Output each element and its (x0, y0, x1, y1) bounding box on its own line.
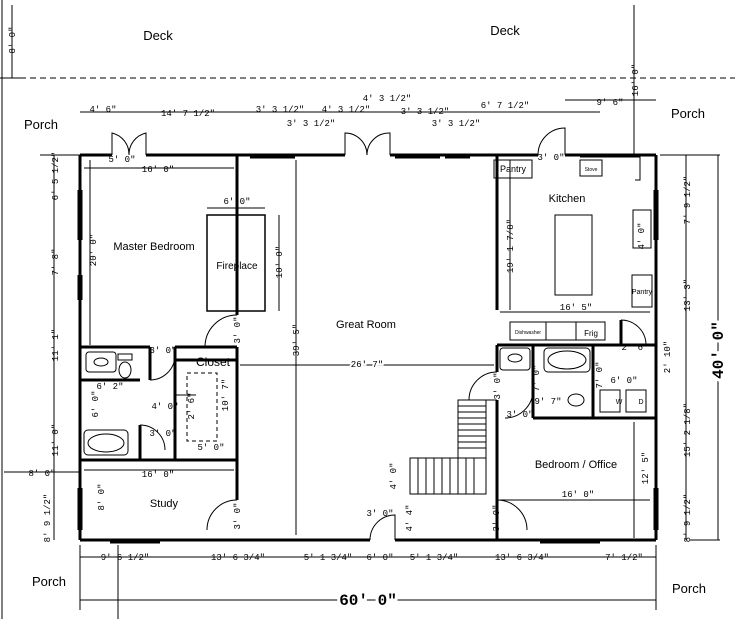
dim-master-depth: 20' 0" (89, 234, 99, 266)
dimension-lines (4, 5, 720, 619)
deck-label-left: Deck (143, 28, 173, 43)
dim-laundry-depth: 7' 0" (595, 361, 605, 388)
dim-stair-a: 4' 0" (389, 462, 399, 489)
room-label-study: Study (150, 498, 179, 510)
dim-front-door: 3' 0" (366, 509, 393, 519)
appliance-label-dishwasher: Dishwasher (515, 330, 541, 336)
dim-master-entry-door: 3' 0" (233, 316, 243, 343)
dim-top-6: 4' 3 1/2" (363, 94, 412, 104)
dim-bath2-depth: 7' 0" (532, 364, 542, 391)
room-label-pantry-side: Pantry (632, 289, 653, 296)
dim-kitchen-door: 3' 0" (537, 153, 564, 163)
dim-right-2: 13' 3" (683, 279, 693, 311)
room-label-closet: Closet (196, 355, 231, 369)
dim-laundry-width: 6' 0" (610, 376, 637, 386)
porch-label-top-right: Porch (671, 106, 705, 121)
dim-closet-depth: 2' 6" (187, 392, 197, 419)
windows (77, 153, 659, 544)
dim-right-5: 8' 9 1/2" (683, 494, 693, 543)
porch-label-top-left: Porch (24, 117, 58, 132)
dim-closet-door: 3' 0" (149, 429, 176, 439)
room-label-bedroom-office: Bedroom / Office (535, 459, 617, 471)
dim-fireplace-depth: 10' 0" (275, 246, 285, 278)
dim-study-door: 3' 0" (233, 502, 243, 529)
fireplace-block (206, 214, 266, 312)
kitchen-fixtures (493, 156, 653, 341)
dim-left-5: 8' 0" (28, 469, 55, 479)
dim-left-3: 11' 1" (51, 329, 61, 361)
appliance-label-stove: Stove (585, 167, 598, 173)
dim-left-4: 11' 0" (51, 424, 61, 456)
dim-top-8: 3' 3 1/2" (432, 119, 481, 129)
dim-bottom-3: 5' 1 3/4" (304, 553, 353, 563)
dim-top-1: 4' 6" (89, 105, 116, 115)
dim-bath2-door: 3' 0" (493, 372, 503, 399)
dim-bottom-1: 9' 6 1/2" (101, 553, 150, 563)
dim-overall-depth: 40' 0" (710, 321, 728, 379)
dim-master-width: 16' 0" (142, 165, 174, 175)
dim-deck-depth: 8' 0" (8, 26, 18, 53)
porch-label-bottom-left: Porch (32, 574, 66, 589)
dim-overall-width: 60' 0" (339, 592, 397, 610)
appliance-label-dryer: D (638, 399, 643, 406)
dim-study-depth: 8' 0" (97, 483, 107, 510)
dim-bottom-6: 13' 6 3/4" (495, 553, 549, 563)
dim-bed-width: 16' 0" (562, 490, 594, 500)
dim-top-3: 3' 3 1/2" (256, 105, 305, 115)
dim-bottom-5: 5' 1 3/4" (410, 553, 459, 563)
stairs (409, 399, 487, 495)
dim-bath-width: 6' 2" (96, 382, 123, 392)
dim-fireplace-width: 6' 0" (223, 197, 250, 207)
deck-label-right: Deck (490, 23, 520, 38)
dim-left-2: 7' 8" (51, 248, 61, 275)
dim-top-5: 4' 3 1/2" (322, 105, 371, 115)
dim-great-room-depth: 39' 5" (292, 324, 302, 356)
dim-bottom-7: 7' 1/2" (605, 553, 643, 563)
dim-bath-door: 3' 0" (149, 346, 176, 356)
dim-right-1: 7' 9 1/2" (683, 176, 693, 225)
room-label-fireplace: Fireplace (216, 261, 258, 272)
dim-kitchen-side: 4' 0" (637, 222, 647, 249)
room-label-great-room: Great Room (336, 319, 396, 331)
dim-laundry-door: 3' 0" (506, 410, 533, 420)
dim-bath-depth: 6' 0" (91, 390, 101, 417)
porch-label-bottom-right: Porch (672, 581, 706, 596)
dim-bottom-4: 6' 0" (366, 553, 393, 563)
dim-laundry-top: 2' 6" (621, 343, 648, 353)
dim-kitchen-depth: 19' 1 7/8" (506, 219, 516, 273)
dim-right-3: 2' 10" (663, 341, 673, 373)
dim-top-7: 3' 3 1/2" (401, 107, 450, 117)
dim-deck-right: 16' 0" (631, 64, 641, 96)
dim-top-9: 6' 7 1/2" (481, 101, 530, 111)
dim-closet-depth2: 10' 7" (221, 379, 231, 411)
dim-bath2-width: 9' 7" (534, 397, 561, 407)
dim-stair-b: 4' 4" (405, 504, 415, 531)
dim-closet-width: 4' 0" (151, 402, 178, 412)
dim-top-4: 3' 3 1/2" (287, 119, 336, 129)
dim-bed-door: 3' 0" (492, 504, 502, 531)
door-swings (111, 127, 647, 541)
dim-bed-depth: 12' 5" (641, 452, 651, 484)
room-label-master-bedroom: Master Bedroom (113, 241, 194, 253)
bath-fixtures (83, 347, 647, 456)
dim-left-1: 6' 5 1/2" (51, 152, 61, 201)
appliance-label-frig: Frig (584, 329, 598, 338)
dim-kitchen-width: 16' 5" (560, 303, 592, 313)
dim-top-2: 14' 7 1/2" (161, 109, 215, 119)
dim-left-6: 8' 9 1/2" (43, 494, 53, 543)
room-label-kitchen: Kitchen (549, 193, 586, 205)
dim-great-room-width: 26' 7" (351, 360, 383, 370)
dim-closet-lower: 5' 0" (197, 443, 224, 453)
room-label-pantry: Pantry (500, 164, 527, 174)
dim-master-door: 5' 0" (108, 155, 135, 165)
appliance-label-washer: W (616, 399, 623, 406)
dim-top-10: 9' 6" (596, 98, 623, 108)
dim-bottom-2: 13' 6 3/4" (211, 553, 265, 563)
dim-study-width: 16' 0" (142, 470, 174, 480)
dim-right-4: 15' 2 1/8" (683, 403, 693, 457)
